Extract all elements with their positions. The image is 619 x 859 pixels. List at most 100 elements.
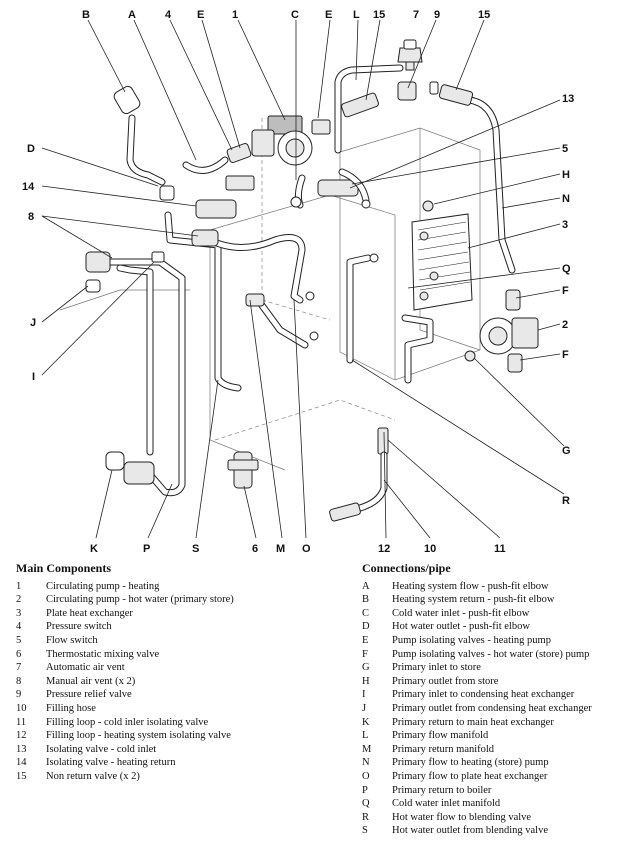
legend-label: Isolating valve - heating return <box>46 757 176 769</box>
legend-key: 6 <box>16 648 22 660</box>
callout-top: C <box>291 9 299 21</box>
legend-item: G Primary inlet to store <box>362 661 612 675</box>
legend-key: G <box>362 662 370 674</box>
legend-item: F Pump isolating valves - hot water (stor… <box>362 648 612 662</box>
callout-left: D <box>27 143 35 155</box>
callout-top: 15 <box>373 9 385 21</box>
legend-key: N <box>362 757 370 769</box>
legend-label: Primary outlet from condensing heat exch… <box>392 702 592 714</box>
legend-key: F <box>362 648 368 660</box>
legend-label: Filling hose <box>46 702 96 714</box>
legend-label: Pump isolating valves - hot water (store… <box>392 648 590 660</box>
legend-label: Pump isolating valves - heating pump <box>392 634 551 646</box>
legend-label: Primary return to main heat exchanger <box>392 716 554 728</box>
small-fittings <box>290 196 379 341</box>
legend-label: Hot water outlet from blending valve <box>392 825 548 837</box>
heating-pump <box>251 115 331 166</box>
legend-key: I <box>362 689 366 701</box>
callout-right: F <box>562 285 569 297</box>
callout-bottom: P <box>143 543 150 555</box>
primary-flow-manifold-pipe <box>334 64 516 274</box>
plate-heat-exchanger <box>411 200 473 311</box>
connections-heading: Connections/pipe <box>362 561 451 575</box>
callout-right: 2 <box>562 319 568 331</box>
legend-key: J <box>362 702 367 714</box>
legend-key: 5 <box>16 634 22 646</box>
callout-top: 7 <box>413 9 419 21</box>
connections-legend: Connections/pipe A Heating system flow - … <box>362 561 612 838</box>
callout-bottom: 6 <box>252 543 258 555</box>
legend-item: 3 Plate heat exchanger <box>16 607 336 621</box>
callout-bottom: 12 <box>378 543 390 555</box>
legend-item: I Primary inlet to condensing heat exchan… <box>362 688 612 702</box>
legend-label: Primary flow to plate heat exchanger <box>392 770 548 782</box>
legend-label: Flow switch <box>46 634 98 646</box>
isolating-valve-heating-return <box>159 175 255 219</box>
legend-key: C <box>362 607 370 619</box>
legend-item: C Cold water inlet - push-fit elbow <box>362 607 612 621</box>
legend-label: Cold water inlet - push-fit elbow <box>392 607 530 619</box>
callout-bottom: M <box>276 543 285 555</box>
legend-label: Thermostatic mixing valve <box>46 648 160 660</box>
primary-return-to-boiler-loop <box>85 251 186 497</box>
legend-label: Isolating valve - cold inlet <box>46 743 157 755</box>
callout-bottom: 11 <box>494 543 506 555</box>
automatic-air-vent <box>397 39 423 71</box>
legend-key: Q <box>362 798 370 810</box>
legend-label: Cold water inlet manifold <box>392 798 501 810</box>
legend-key: P <box>362 784 368 796</box>
legend-key: 14 <box>16 757 27 769</box>
legend-item: 14 Isolating valve - heating return <box>16 756 336 770</box>
legend-label: Manual air vent (x 2) <box>46 675 136 687</box>
primary-return-manifold-pipes <box>164 211 309 392</box>
legend-label: Filling loop - heating system isolating … <box>46 730 231 742</box>
callout-top: B <box>82 9 90 21</box>
legend-key: 15 <box>16 770 27 782</box>
callout-top: A <box>128 9 136 21</box>
legend-label: Heating system flow - push-fit elbow <box>392 580 549 592</box>
callout-top: 1 <box>232 9 238 21</box>
legend-label: Circulating pump - hot water (primary st… <box>46 594 234 606</box>
legend-item: P Primary return to boiler <box>362 784 612 798</box>
legend-key: A <box>362 580 370 592</box>
legend-label: Primary inlet to store <box>392 662 481 674</box>
legend-item: A Heating system flow - push-fit elbow <box>362 580 612 594</box>
legend-key: 13 <box>16 743 27 755</box>
callout-right: Q <box>562 263 571 275</box>
legend-key: K <box>362 716 370 728</box>
callout-top: L <box>353 9 360 21</box>
legend-label: Primary return to boiler <box>392 784 492 796</box>
legend-label: Circulating pump - heating <box>46 580 160 592</box>
legend-label: Primary inlet to condensing heat exchang… <box>392 689 575 701</box>
callout-top: E <box>197 9 204 21</box>
legend-item: 5 Flow switch <box>16 634 336 648</box>
heating-flow-elbow <box>182 143 252 174</box>
heating-return-pipe <box>113 85 166 186</box>
filling-loop <box>329 427 389 522</box>
legend-label: Pressure relief valve <box>46 689 132 701</box>
legend-item: 6 Thermostatic mixing valve <box>16 648 336 662</box>
legend-label: Heating system return - push-fit elbow <box>392 594 555 606</box>
legend-key: 4 <box>16 621 22 633</box>
callout-right: 5 <box>562 143 568 155</box>
callout-right: H <box>562 169 570 181</box>
callout-right: N <box>562 193 570 205</box>
legend-key: 3 <box>16 607 22 619</box>
legend-key: H <box>362 675 370 687</box>
legend-label: Plate heat exchanger <box>46 607 133 619</box>
callout-left: J <box>30 317 36 329</box>
